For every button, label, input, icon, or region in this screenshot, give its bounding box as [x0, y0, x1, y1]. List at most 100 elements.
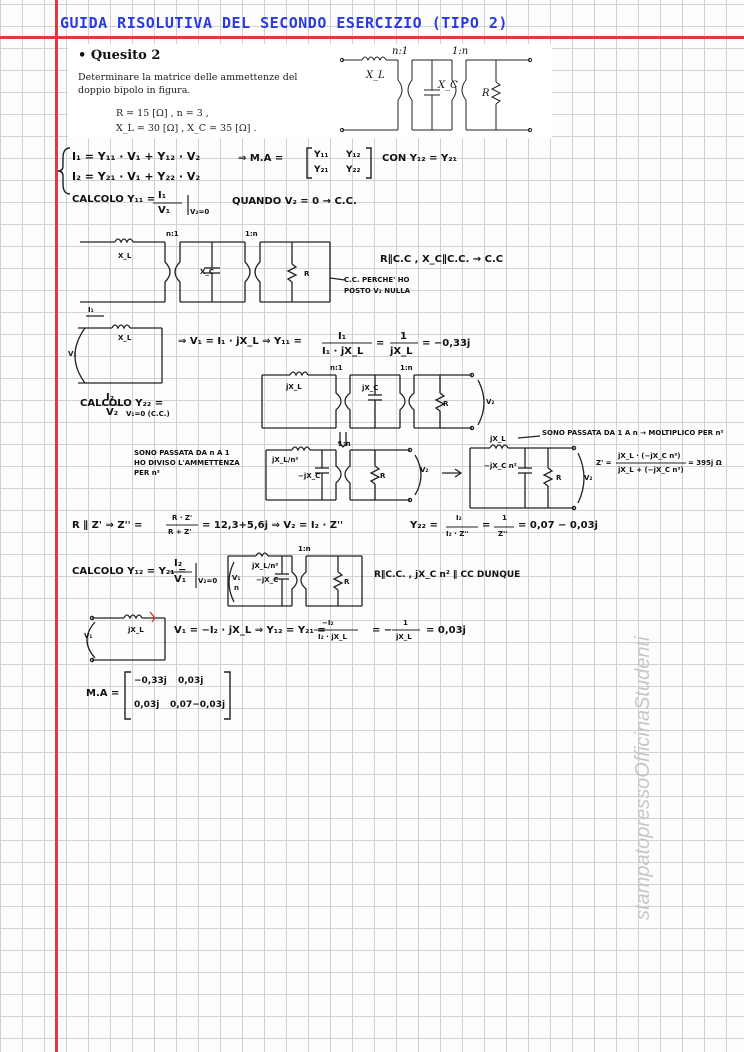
cc-note-1: C.C. PERCHE' HO [344, 276, 410, 284]
y22-f2-num: 1 [502, 514, 507, 522]
y11-f2-num: 1 [400, 331, 407, 342]
note-moved-4: SONO PASSATA DA 1 A n → MOLTIPLICO PER n… [542, 429, 724, 437]
y22-f1-den: I₂ · Z'' [446, 530, 469, 538]
circuit-6 [227, 552, 363, 607]
quando-text: QUANDO V₂ = 0 → C.C. [232, 196, 357, 207]
y12-frac-num: I₂ [174, 558, 183, 569]
c2-xl: X_L [118, 334, 132, 342]
fig-label-ratio1: n:1 [392, 46, 409, 57]
c5-jxl: jX_L [490, 435, 506, 443]
circuit-2 [74, 315, 163, 384]
circuit-1 [80, 238, 346, 303]
y22-f2-den: Z'' [498, 530, 508, 538]
c2-v1: V₁ [68, 350, 77, 358]
y11-f1-den: I₁ · jX_L [322, 346, 364, 357]
c3-ratio1: n:1 [330, 364, 343, 372]
y11-f1-num: I₁ [338, 331, 347, 342]
c6-ratio: 1:n [298, 545, 311, 553]
y22-eq: = [482, 520, 491, 531]
r-cc-text: R∥C.C , X_C∥C.C. → C.C [380, 254, 504, 265]
calcolo-y22: CALCOLO Y₂₂ = [80, 398, 164, 409]
c6-jxc: −jX_C [256, 576, 279, 584]
y12-f1-den: I₂ · jX_L [318, 633, 347, 641]
c4-jxl: jX_L/n² [272, 456, 299, 464]
circuit-5 [469, 435, 585, 511]
z-prime-num: jX_L · (−jX_C n²) [618, 452, 681, 460]
final-m22: 0,07−0,03j [170, 700, 226, 710]
r-par-text: R ∥ Z' ⇒ Z'' = [72, 520, 143, 531]
page-title: GUIDA RISOLUTIVA DEL SECONDO ESERCIZIO (… [60, 14, 508, 32]
y22-result: = 0,07 − 0,03j [518, 520, 598, 531]
cond-v2: V₂=0 [190, 208, 210, 216]
c4-r: R [380, 472, 386, 480]
params-line-1: R = 15 [Ω] , n = 3 , [116, 108, 209, 119]
y11-eq2: = [376, 338, 385, 349]
final-m11: −0,33j [134, 676, 167, 686]
c3-jxl: jX_L [286, 383, 302, 391]
c6-r: R [344, 578, 350, 586]
c3-v2: V₂ [486, 398, 495, 406]
c5-jxc: −jX_C n² [484, 462, 517, 470]
c4-ratio: 1:n [338, 440, 351, 448]
c7-jxl: jX_L [128, 626, 144, 634]
y12-result: = 0,03j [426, 625, 466, 636]
y12-f2-num: 1 [403, 619, 408, 627]
fig-label-r: R [482, 88, 490, 99]
note-moved-2: HO DIVISO L'AMMETTENZA [134, 459, 240, 467]
c1-ratio2: 1:n [245, 230, 258, 238]
fig-label-xc: X_C [438, 80, 458, 91]
circuit-4 [265, 432, 463, 503]
problem-bullet: • [78, 48, 87, 63]
con-text: CON Y₁₂ = Y₂₁ [382, 153, 458, 164]
y22-frac-den: V₂ [106, 407, 119, 418]
circuit-3 [261, 371, 485, 431]
c5-v2: V₂ [584, 474, 593, 482]
cc-note-2: POSTO V₂ NULLA [344, 287, 411, 295]
c3-r: R [443, 400, 449, 408]
cond-v1: V₁=0 (C.C.) [126, 410, 170, 418]
v1-equation: ⇒ V₁ = I₁ · jX_L ⇒ Y₁₁ = [178, 336, 302, 347]
system-eq-2: I₂ = Y₂₁ · V₁ + Y₂₂ · V₂ [72, 170, 201, 183]
ma-label: ⇒ M.A = [238, 153, 284, 164]
c1-r: R [304, 270, 310, 278]
ma-entry-11: Y₁₁ [314, 150, 329, 160]
c6-jxl: jX_L/n² [252, 562, 279, 570]
ma-entry-12: Y₁₂ [346, 150, 361, 160]
y22-lhs: Y₂₂ = [410, 520, 438, 531]
c3-jxc: jX_C [362, 384, 379, 392]
final-m12: 0,03j [178, 676, 204, 686]
final-m21: 0,03j [134, 700, 160, 710]
system-eq-1: I₁ = Y₁₁ · V₁ + Y₁₂ · V₂ [72, 150, 201, 163]
note-moved-1: SONO PASSATA DA n A 1 [134, 449, 230, 457]
y11-frac-den: V₁ [158, 205, 171, 216]
c1-ratio1: n:1 [166, 230, 179, 238]
calcolo-y11: CALCOLO Y₁₁ = [72, 194, 156, 205]
margin-line-vertical [55, 0, 58, 1052]
final-ma-label: M.A = [86, 688, 120, 699]
r-cc2-text: R∥C.C. , jX_C n² ∥ CC DUNQUE [374, 570, 521, 580]
c7-v1: V₁ [84, 632, 93, 640]
circuit-7 [86, 611, 166, 663]
fig-label-xl: X_L [366, 70, 385, 81]
y12-eq: = − [372, 625, 393, 636]
v1-eq2: V₁ = −I₂ · jX_L ⇒ Y₁₂ = Y₂₁ = [174, 625, 326, 636]
c6-n: n [234, 584, 239, 592]
c4-v2: V₂ [420, 466, 429, 474]
y12-f1-num: −I₂ [322, 619, 334, 627]
watermark: stampatopressoOfficinaStudenti [632, 636, 654, 921]
y22-f1-num: I₂ [456, 514, 462, 522]
z-prime-den: jX_L + (−jX_C n²) [618, 466, 684, 474]
zpp-result: = 12,3+5,6j ⇒ V₂ = I₂ · Z'' [202, 520, 344, 531]
c1-xc: X_C [200, 268, 215, 276]
z-prime-result: = 395j Ω [688, 459, 722, 467]
c5-r: R [556, 474, 562, 482]
fig-label-ratio2: 1:n [452, 46, 469, 57]
c1-xl: X_L [118, 252, 132, 260]
params-line-2: X_L = 30 [Ω] , X_C = 35 [Ω] . [116, 123, 257, 134]
y12-frac-den: V₁ [174, 574, 187, 585]
ma-entry-21: Y₂₁ [314, 165, 329, 175]
z-prime-lhs: Z' = [596, 459, 612, 467]
y11-frac-num: I₁ [158, 190, 167, 201]
problem-params: R = 15 [Ω] , n = 3 , X_L = 30 [Ω] , X_C … [116, 106, 257, 136]
